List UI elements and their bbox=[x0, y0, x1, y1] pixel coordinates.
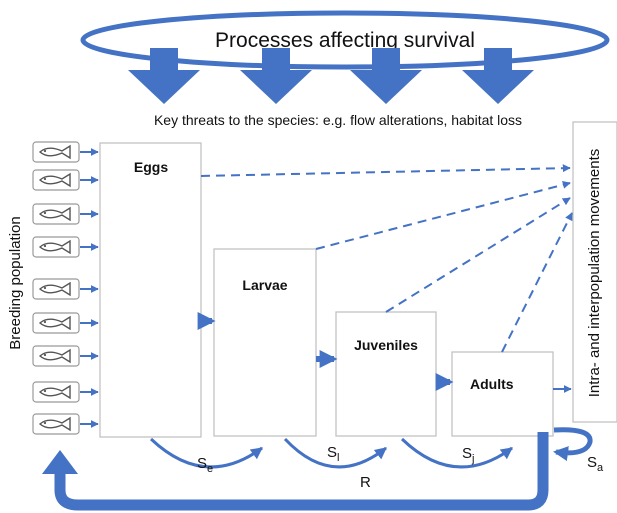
fish-eye-icon bbox=[43, 149, 47, 153]
adults-label: Adults bbox=[470, 376, 514, 392]
fish-eye-icon bbox=[43, 244, 47, 248]
sa-loop bbox=[553, 427, 593, 462]
juveniles-movement-arrow bbox=[385, 197, 571, 313]
sj-label: Sj bbox=[462, 445, 474, 465]
juveniles-box bbox=[335, 311, 437, 437]
movement-dashed-arrows bbox=[200, 164, 573, 353]
fish-eye-icon bbox=[43, 421, 47, 425]
survival-pressure-arrows bbox=[128, 48, 534, 104]
recruitment-arrowhead bbox=[42, 450, 78, 474]
sl-curve bbox=[283, 437, 387, 469]
fish-eye-icon bbox=[43, 389, 47, 393]
sj-curve bbox=[400, 437, 513, 469]
sl-label: Sl bbox=[327, 444, 339, 464]
recruitment-loop bbox=[54, 432, 549, 511]
larvae-box bbox=[213, 248, 317, 437]
movements-label: Intra- and interpopulation movements bbox=[586, 149, 603, 397]
eggs-label: Eggs bbox=[134, 159, 168, 175]
larvae-movement-arrow bbox=[315, 180, 571, 250]
breeding-fish-icons bbox=[32, 141, 99, 435]
fish-icon bbox=[38, 281, 71, 297]
larvae-label: Larvae bbox=[242, 277, 287, 293]
fish-icon bbox=[38, 416, 71, 432]
processes-ellipse bbox=[80, 10, 610, 70]
down-arrow-3 bbox=[350, 48, 422, 104]
se-label: Se bbox=[197, 455, 213, 475]
down-arrow-4 bbox=[462, 48, 534, 104]
fish-icon bbox=[38, 172, 71, 188]
fish-eye-icon bbox=[43, 320, 47, 324]
processes-title: Processes affecting survival bbox=[215, 29, 475, 52]
movements-box bbox=[572, 121, 617, 423]
adults-movement-arrow bbox=[501, 212, 573, 353]
fish-eye-icon bbox=[43, 211, 47, 215]
fish-icon bbox=[38, 348, 71, 364]
juveniles-label: Juveniles bbox=[354, 337, 418, 353]
eggs-box bbox=[99, 142, 202, 438]
eggs-movement-arrow bbox=[200, 164, 571, 177]
fish-icon bbox=[38, 384, 71, 400]
fish-icon bbox=[38, 144, 71, 160]
adults-box bbox=[451, 351, 554, 437]
sa-label: Sa bbox=[587, 454, 604, 474]
fish-eye-icon bbox=[43, 286, 47, 290]
fish-eye-icon bbox=[43, 353, 47, 357]
transition-arrows bbox=[197, 312, 454, 391]
se-curve bbox=[149, 437, 263, 469]
breeding-population-label: Breeding population bbox=[7, 216, 24, 349]
fish-icon bbox=[38, 239, 71, 255]
recruitment-label: R bbox=[360, 474, 371, 491]
down-arrow-2 bbox=[240, 48, 312, 104]
survival-curves bbox=[149, 437, 513, 469]
down-arrow-1 bbox=[128, 48, 200, 104]
fish-eye-icon bbox=[43, 177, 47, 181]
threats-caption: Key threats to the species: e.g. flow al… bbox=[154, 112, 522, 128]
fish-icon bbox=[38, 315, 71, 331]
fish-icon bbox=[38, 206, 71, 222]
